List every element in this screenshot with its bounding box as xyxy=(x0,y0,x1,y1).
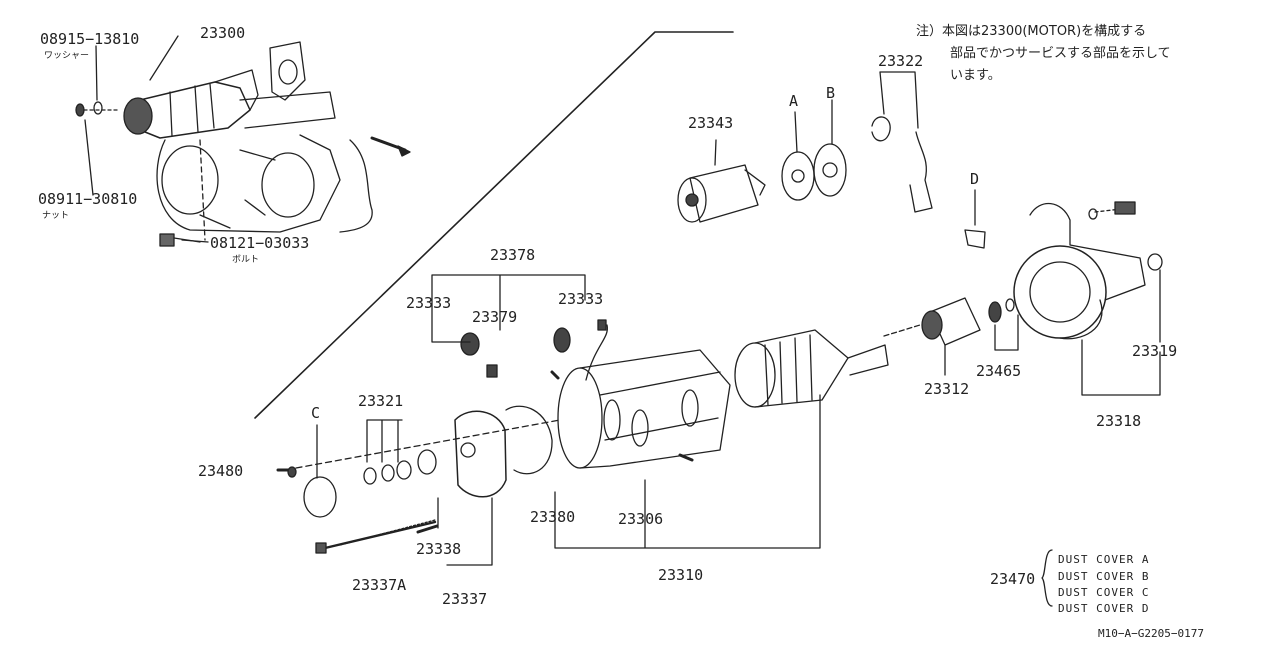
dust-cover-b: DUST COVER B xyxy=(1058,570,1150,583)
label-a: A xyxy=(789,92,799,110)
label-23337: 23337 xyxy=(442,590,488,608)
label-23319: 23319 xyxy=(1132,342,1178,360)
end-frame-drawing xyxy=(276,274,821,566)
dust-cover-b-drawing xyxy=(813,143,847,197)
armature-drawing xyxy=(678,329,889,462)
label-23379: 23379 xyxy=(472,308,518,326)
label-23343: 23343 xyxy=(688,114,734,132)
divider-line xyxy=(254,31,734,419)
label-d: D xyxy=(970,170,980,188)
label-23322: 23322 xyxy=(878,52,924,70)
label-23380: 23380 xyxy=(530,508,576,526)
label-23337a: 23337A xyxy=(352,576,407,594)
label-c: C xyxy=(311,404,321,422)
label-08911: 08911−30810 xyxy=(38,190,138,208)
label-23318: 23318 xyxy=(1096,412,1142,430)
clutch-drawing xyxy=(883,297,1019,376)
label-23470: 23470 xyxy=(990,570,1036,588)
label-bolt: ボルト xyxy=(232,255,260,265)
label-08121: 08121−03033 xyxy=(210,234,310,252)
dust-cover-c: DUST COVER C xyxy=(1058,586,1150,599)
dust-cover-d: DUST COVER D xyxy=(1058,602,1150,615)
note-line-1: 注）本図は23300(MOTOR)を構成する xyxy=(916,24,1147,39)
label-23333-left: 23333 xyxy=(406,294,452,312)
label-23465: 23465 xyxy=(976,362,1022,380)
label-washer: ワッシャー xyxy=(44,51,90,61)
label-08915: 08915−13810 xyxy=(40,30,140,48)
dust-cover-bracket xyxy=(1041,549,1053,607)
drive-housing-drawing xyxy=(1013,201,1163,396)
label-nut: ナット xyxy=(42,211,70,221)
label-b: B xyxy=(826,84,836,102)
label-23300: 23300 xyxy=(200,24,246,42)
lever-drawing xyxy=(871,71,933,213)
dust-cover-a: DUST COVER A xyxy=(1058,553,1150,566)
starter-assembly-drawing xyxy=(75,35,411,247)
magnetic-switch-drawing xyxy=(677,139,766,223)
label-23310: 23310 xyxy=(658,566,704,584)
label-23312: 23312 xyxy=(924,380,970,398)
label-23321: 23321 xyxy=(358,392,404,410)
label-23333-right: 23333 xyxy=(558,290,604,308)
label-23338: 23338 xyxy=(416,540,462,558)
figure-code: M10−A−G2205−0177 xyxy=(1098,627,1204,640)
yoke-drawing xyxy=(557,319,731,469)
label-23480: 23480 xyxy=(198,462,244,480)
label-23306: 23306 xyxy=(618,510,664,528)
note-line-3: います。 xyxy=(950,68,1001,83)
dust-cover-a-drawing xyxy=(781,151,815,201)
note-line-2: 部品でかつサービスする部品を示して xyxy=(950,46,1171,61)
label-23378: 23378 xyxy=(490,246,536,264)
dust-cover-d-drawing xyxy=(964,229,986,249)
